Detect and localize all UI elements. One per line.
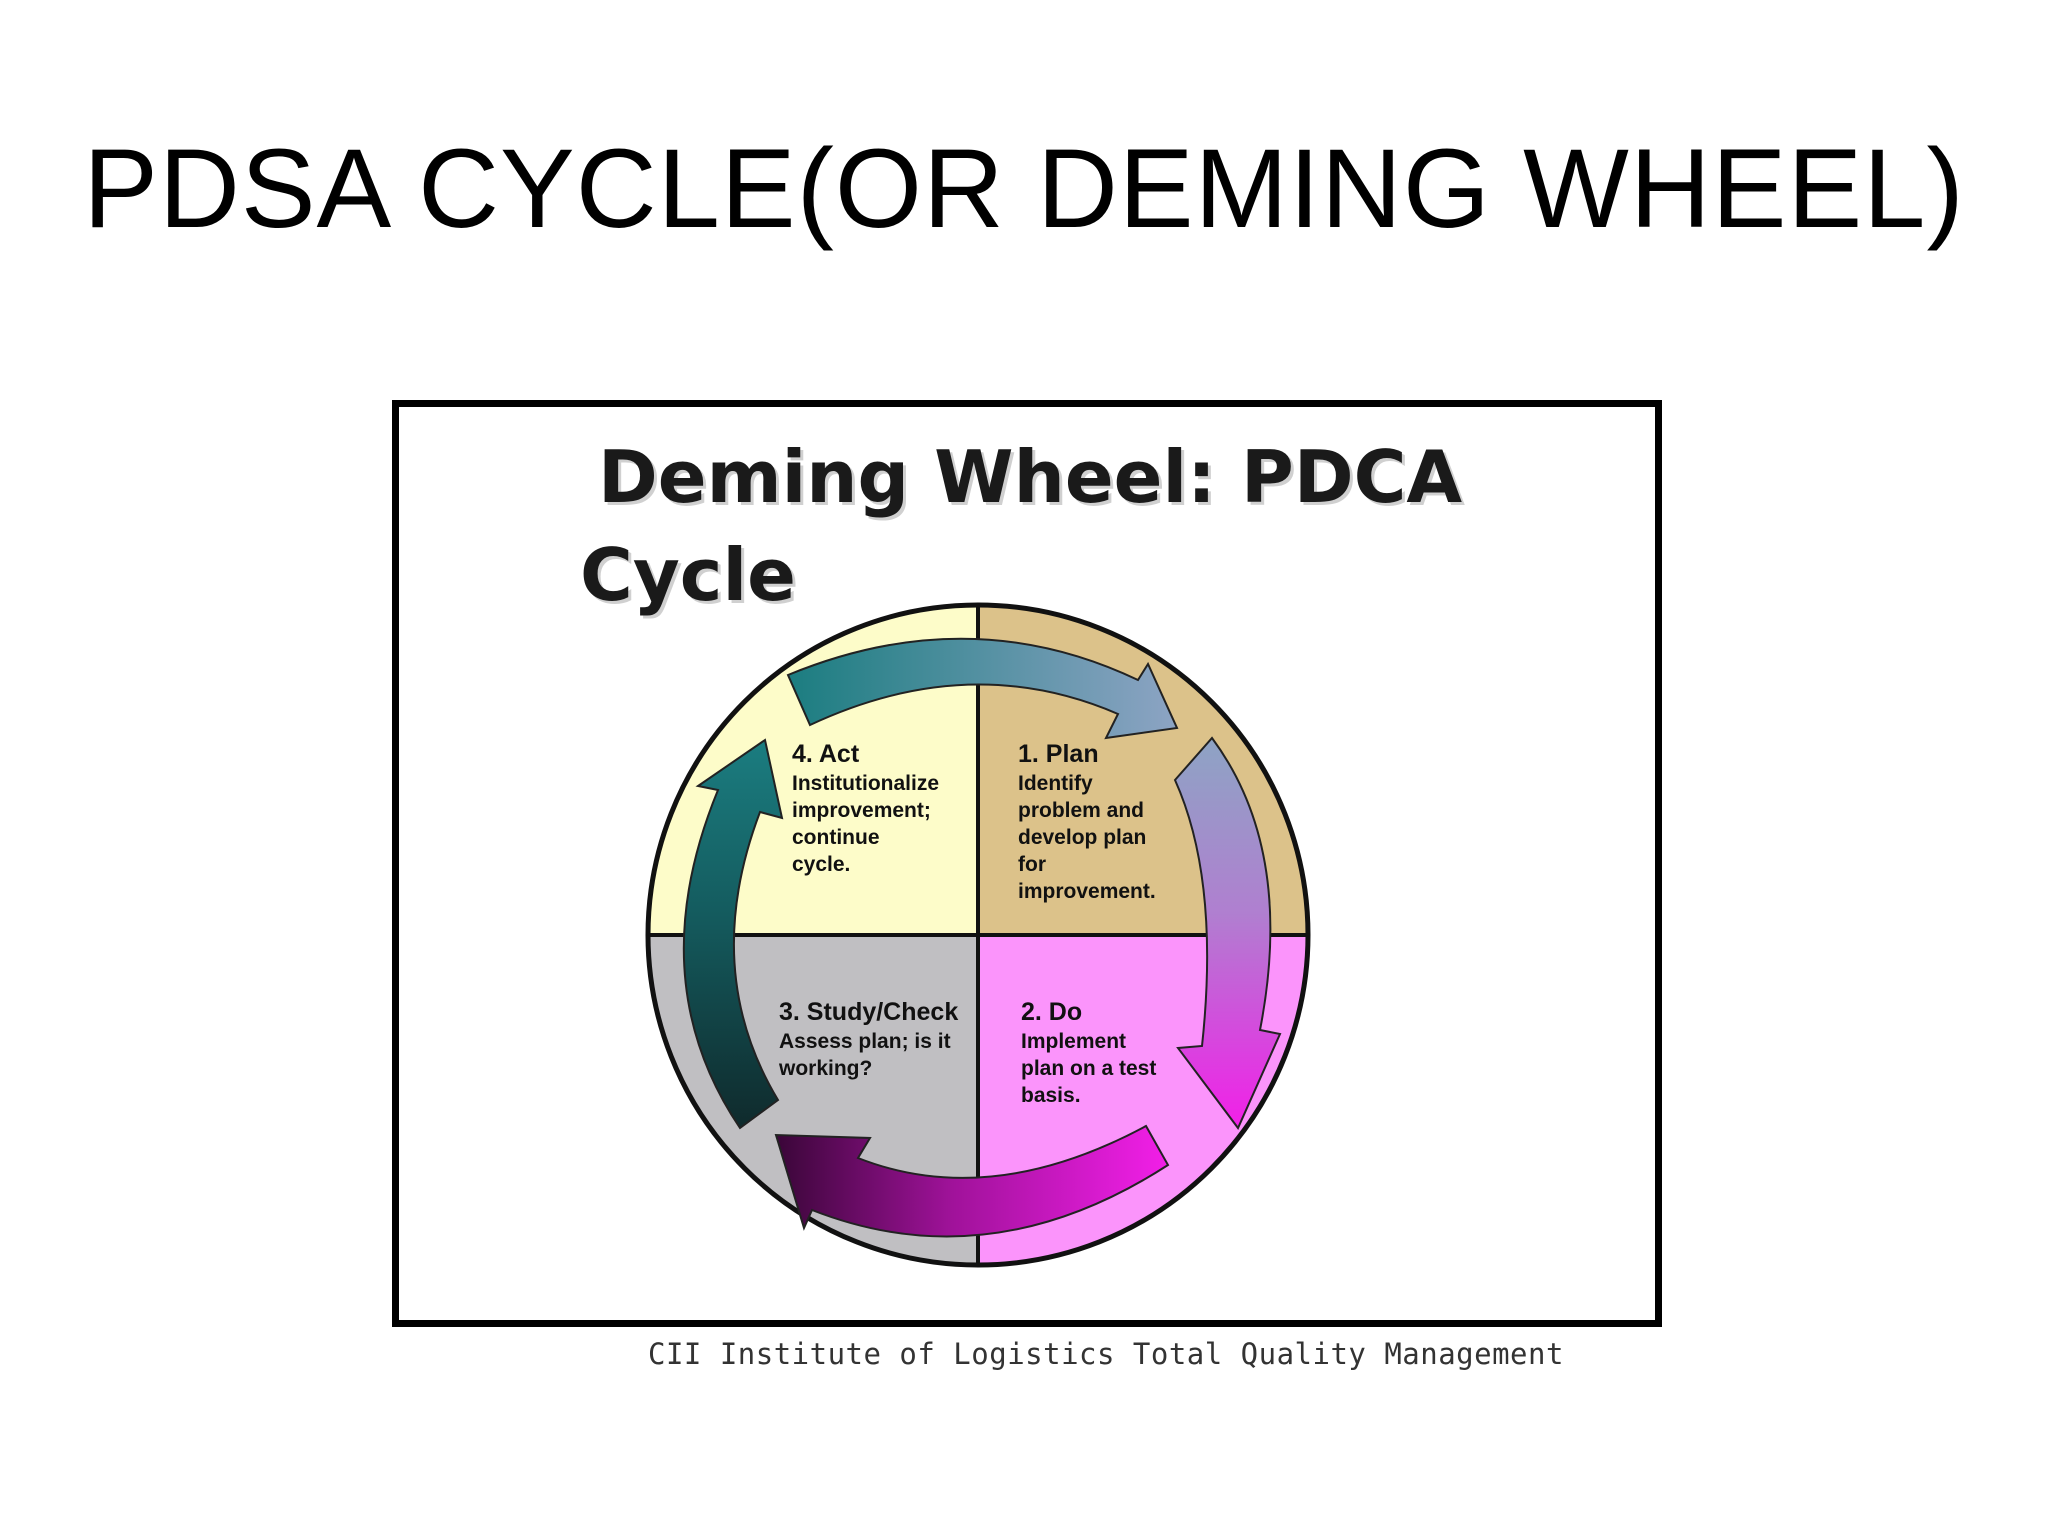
diagram-title-line1: Deming Wheel: PDCA [598,435,1462,519]
do-line-1: Implement [1021,1030,1126,1053]
act-heading: 4. Act [792,740,860,768]
arrow-act-to-plan [786,637,1179,740]
act-line-1: Institutionalize [792,772,939,795]
do-line-2: plan on a test [1021,1057,1156,1080]
do-heading: 2. Do [1021,998,1082,1026]
plan-line-4: for [1018,853,1046,876]
svg-text:Cycle: Cycle [583,536,799,620]
svg-text:Deming Wheel: PDCA: Deming Wheel: PDCA [601,438,1465,522]
diagram-caption: CII Institute of Logistics Total Quality… [648,1337,1564,1371]
arrow-plan-to-do [1173,736,1282,1130]
plan-heading: 1. Plan [1018,740,1099,768]
plan-line-5: improvement. [1018,880,1156,903]
act-line-4: cycle. [792,853,850,876]
check-heading: 3. Study/Check [779,998,958,1026]
act-line-3: continue [792,826,880,849]
do-line-3: basis. [1021,1084,1081,1107]
act-line-2: improvement; [792,799,931,822]
check-line-1: Assess plan; is it [779,1030,951,1053]
plan-line-1: Identify [1018,772,1093,795]
check-line-2: working? [778,1057,872,1080]
arrow-do-to-check [774,1124,1170,1238]
slide-title: PDSA CYCLE(OR DEMING WHEEL) [83,126,1965,251]
diagram-title-line2: Cycle [580,533,796,617]
arrow-check-to-act [682,738,784,1130]
plan-line-2: problem and [1018,799,1144,822]
plan-line-3: develop plan [1018,826,1146,849]
